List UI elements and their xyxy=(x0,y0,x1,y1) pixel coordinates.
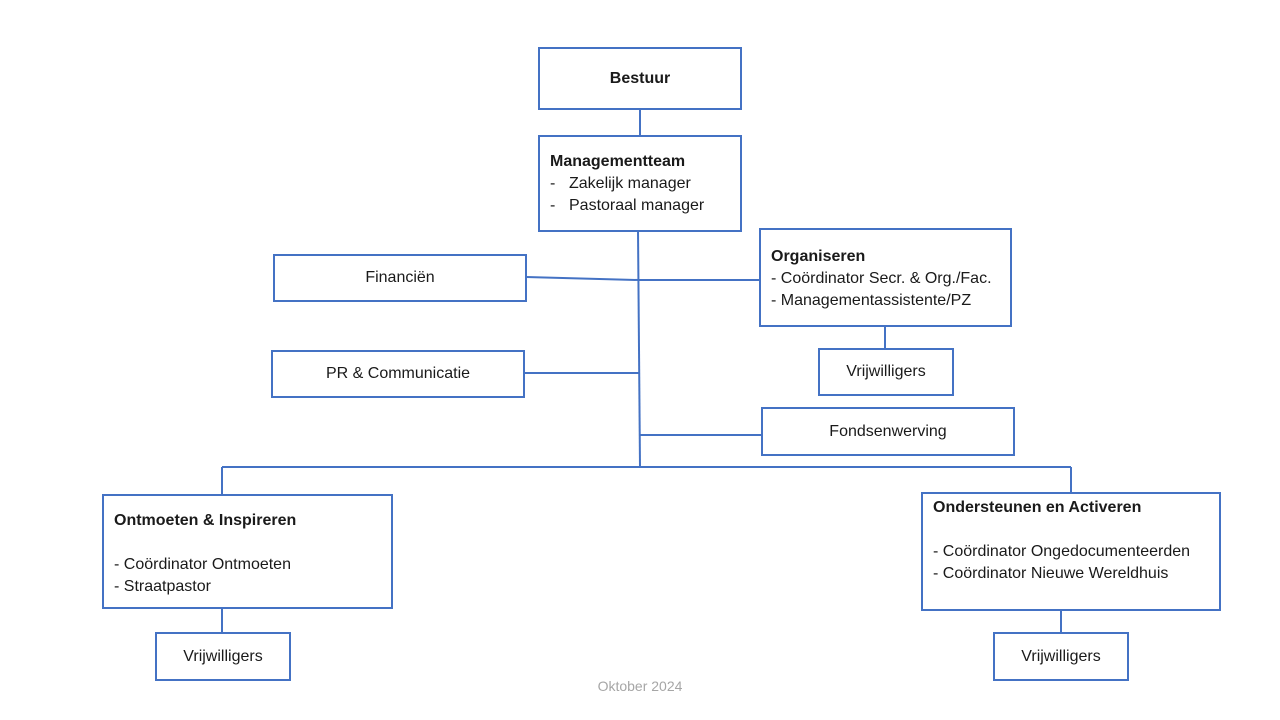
managementteam-item: -Zakelijk manager xyxy=(550,175,691,192)
fondsenwerving-box: Fondsenwerving xyxy=(761,407,1015,456)
organiseren-box: Organiseren - Coördinator Secr. & Org./F… xyxy=(759,228,1012,327)
organiseren-volunteers-title: Vrijwilligers xyxy=(846,363,926,380)
ontmoeten-title: Ontmoeten & Inspireren xyxy=(114,512,297,529)
ontmoeten-item: - Straatpastor xyxy=(114,578,211,595)
ondersteunen-volunteers-box: Vrijwilligers xyxy=(993,632,1129,681)
ondersteunen-item: - Coördinator Nieuwe Wereldhuis xyxy=(933,565,1169,582)
bestuur-box: Bestuur xyxy=(538,47,742,110)
organiseren-item: - Managementassistente/PZ xyxy=(771,292,972,309)
managementteam-item: -Pastoraal manager xyxy=(550,197,705,214)
financien-box: Financiën xyxy=(273,254,527,302)
ontmoeten-volunteers-box: Vrijwilligers xyxy=(155,632,291,681)
bestuur-title: Bestuur xyxy=(609,69,671,87)
ondersteunen-box: Ondersteunen en Activeren - Coördinator … xyxy=(921,492,1221,611)
managementteam-title: Managementteam xyxy=(550,153,686,170)
ontmoeten-box: Ontmoeten & Inspireren - Coördinator Ont… xyxy=(102,494,393,609)
organiseren-title: Organiseren xyxy=(771,248,866,265)
financien-title: Financiën xyxy=(365,269,435,286)
ontmoeten-volunteers-title: Vrijwilligers xyxy=(183,647,263,665)
connector-trunk xyxy=(637,229,641,468)
managementteam-box: Managementteam -Zakelijk manager -Pastor… xyxy=(538,135,742,232)
managementteam-item-label: Zakelijk manager xyxy=(569,175,691,192)
organiseren-item: - Coördinator Secr. & Org./Fac. xyxy=(771,270,992,287)
ondersteunen-volunteers-title: Vrijwilligers xyxy=(1021,647,1101,665)
fondsenwerving-title: Fondsenwerving xyxy=(829,422,947,440)
connector-financien xyxy=(525,276,639,281)
organiseren-volunteers-box: Vrijwilligers xyxy=(818,348,954,396)
pr-communicatie-title: PR & Communicatie xyxy=(325,365,471,382)
managementteam-item-label: Pastoraal manager xyxy=(569,197,705,214)
pr-communicatie-box: PR & Communicatie xyxy=(271,350,525,398)
footer-date: Oktober 2024 xyxy=(597,678,683,694)
ondersteunen-title: Ondersteunen en Activeren xyxy=(933,499,1142,516)
ondersteunen-item: - Coördinator Ongedocumenteerden xyxy=(933,543,1191,560)
ontmoeten-item: - Coördinator Ontmoeten xyxy=(114,556,291,573)
